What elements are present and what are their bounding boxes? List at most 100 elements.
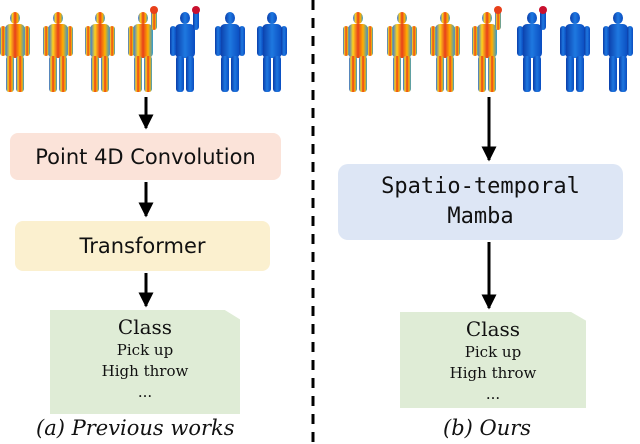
figure-part bbox=[440, 12, 450, 24]
figure-part bbox=[24, 26, 30, 56]
figure-part bbox=[478, 56, 486, 92]
figure-part bbox=[608, 24, 628, 58]
figure-part bbox=[220, 24, 240, 58]
figure-part bbox=[43, 26, 49, 56]
figure-part bbox=[565, 24, 585, 58]
human-point-cloud-icon bbox=[257, 12, 287, 92]
human-point-cloud-icon bbox=[0, 12, 30, 92]
figure-part bbox=[570, 12, 580, 24]
figure-part bbox=[609, 56, 617, 92]
figure-part bbox=[472, 26, 478, 56]
spatio-temporal-mamba-box: Spatio-temporal Mamba bbox=[338, 164, 623, 240]
figure-part bbox=[186, 56, 194, 92]
figure-part bbox=[134, 56, 142, 92]
figure-part bbox=[482, 12, 492, 24]
class-output-box: Class Pick up High throw ... bbox=[50, 310, 240, 414]
figure-part bbox=[430, 26, 436, 56]
human-point-cloud-icon bbox=[128, 6, 158, 92]
class-item: Pick up bbox=[464, 343, 522, 361]
figure-part bbox=[67, 26, 73, 56]
caption-ours: (b) Ours bbox=[443, 416, 532, 440]
class-item: High throw bbox=[449, 364, 537, 382]
figure-part bbox=[281, 26, 287, 56]
class-title: Class bbox=[465, 317, 521, 341]
figure-part bbox=[527, 12, 537, 24]
figure-part bbox=[10, 12, 20, 24]
figure-part bbox=[522, 24, 542, 58]
figure-part bbox=[488, 56, 496, 92]
class-output-box: Class Pick up High throw ... bbox=[400, 312, 586, 408]
human-point-cloud-icon bbox=[85, 12, 115, 92]
figure-part bbox=[128, 26, 134, 56]
figure-part bbox=[393, 56, 401, 92]
figure-part bbox=[584, 26, 590, 56]
figure-part bbox=[221, 56, 229, 92]
figure-part bbox=[411, 26, 417, 56]
figure-part bbox=[560, 26, 566, 56]
figure-part bbox=[403, 56, 411, 92]
figure-part bbox=[392, 24, 412, 58]
figure-part bbox=[273, 56, 281, 92]
figure-part bbox=[176, 56, 184, 92]
figure-part bbox=[91, 56, 99, 92]
figure-hand bbox=[150, 6, 158, 14]
figure-part bbox=[397, 12, 407, 24]
figure-part bbox=[353, 12, 363, 24]
figure-part bbox=[59, 56, 67, 92]
class-item: Pick up bbox=[116, 341, 174, 359]
class-item: ... bbox=[485, 385, 501, 403]
human-point-cloud-icon bbox=[215, 12, 245, 92]
figure-part bbox=[603, 26, 609, 56]
figure-part bbox=[619, 56, 627, 92]
human-point-cloud-icon bbox=[343, 12, 373, 92]
figure-hand bbox=[539, 6, 547, 14]
figure-part bbox=[613, 12, 623, 24]
figure-part bbox=[263, 56, 271, 92]
figure-part bbox=[48, 24, 68, 58]
figure-part bbox=[517, 26, 523, 56]
figure-part bbox=[215, 26, 221, 56]
figure-part bbox=[533, 56, 541, 92]
figure-part bbox=[231, 56, 239, 92]
figure-part bbox=[477, 24, 497, 58]
human-point-cloud-icon bbox=[430, 12, 460, 92]
figure-hand bbox=[494, 6, 502, 14]
human-point-cloud-icon bbox=[472, 6, 502, 92]
transformer-box: Transformer bbox=[15, 221, 270, 271]
figure-part bbox=[627, 26, 633, 56]
point-4d-convolution-box: Point 4D Convolution bbox=[10, 133, 281, 180]
figure-part bbox=[49, 56, 57, 92]
class-title: Class bbox=[117, 315, 173, 339]
caption-previous-works: (a) Previous works bbox=[36, 416, 235, 440]
figure-part bbox=[144, 56, 152, 92]
figure-part bbox=[566, 56, 574, 92]
human-point-cloud-icon bbox=[517, 6, 547, 92]
human-point-cloud-icon bbox=[43, 12, 73, 92]
figure-part bbox=[267, 12, 277, 24]
figure-part bbox=[101, 56, 109, 92]
figure-part bbox=[262, 24, 282, 58]
previous-works-panel: Point 4D Convolution Transformer Class P… bbox=[0, 0, 300, 444]
figure-part bbox=[348, 24, 368, 58]
figure-part bbox=[5, 24, 25, 58]
human-point-cloud-icon bbox=[603, 12, 633, 92]
figure-part bbox=[0, 26, 6, 56]
figure-part bbox=[16, 56, 24, 92]
human-point-cloud-icon bbox=[170, 6, 200, 92]
mamba-label-line-2: Mamba bbox=[447, 204, 514, 229]
point-cloud-sequence bbox=[0, 6, 287, 92]
figure-part bbox=[239, 26, 245, 56]
human-point-cloud-icon bbox=[387, 12, 417, 92]
figure-part bbox=[359, 56, 367, 92]
ours-panel: Spatio-temporal Mamba Class Pick up High… bbox=[325, 0, 640, 444]
figure-part bbox=[387, 26, 393, 56]
figure-part bbox=[523, 56, 531, 92]
class-item: High throw bbox=[101, 362, 189, 380]
figure-part bbox=[90, 24, 110, 58]
figure-part bbox=[576, 56, 584, 92]
figure-part bbox=[225, 12, 235, 24]
figure-hand bbox=[192, 6, 200, 14]
figure-part bbox=[257, 26, 263, 56]
figure-part bbox=[367, 26, 373, 56]
